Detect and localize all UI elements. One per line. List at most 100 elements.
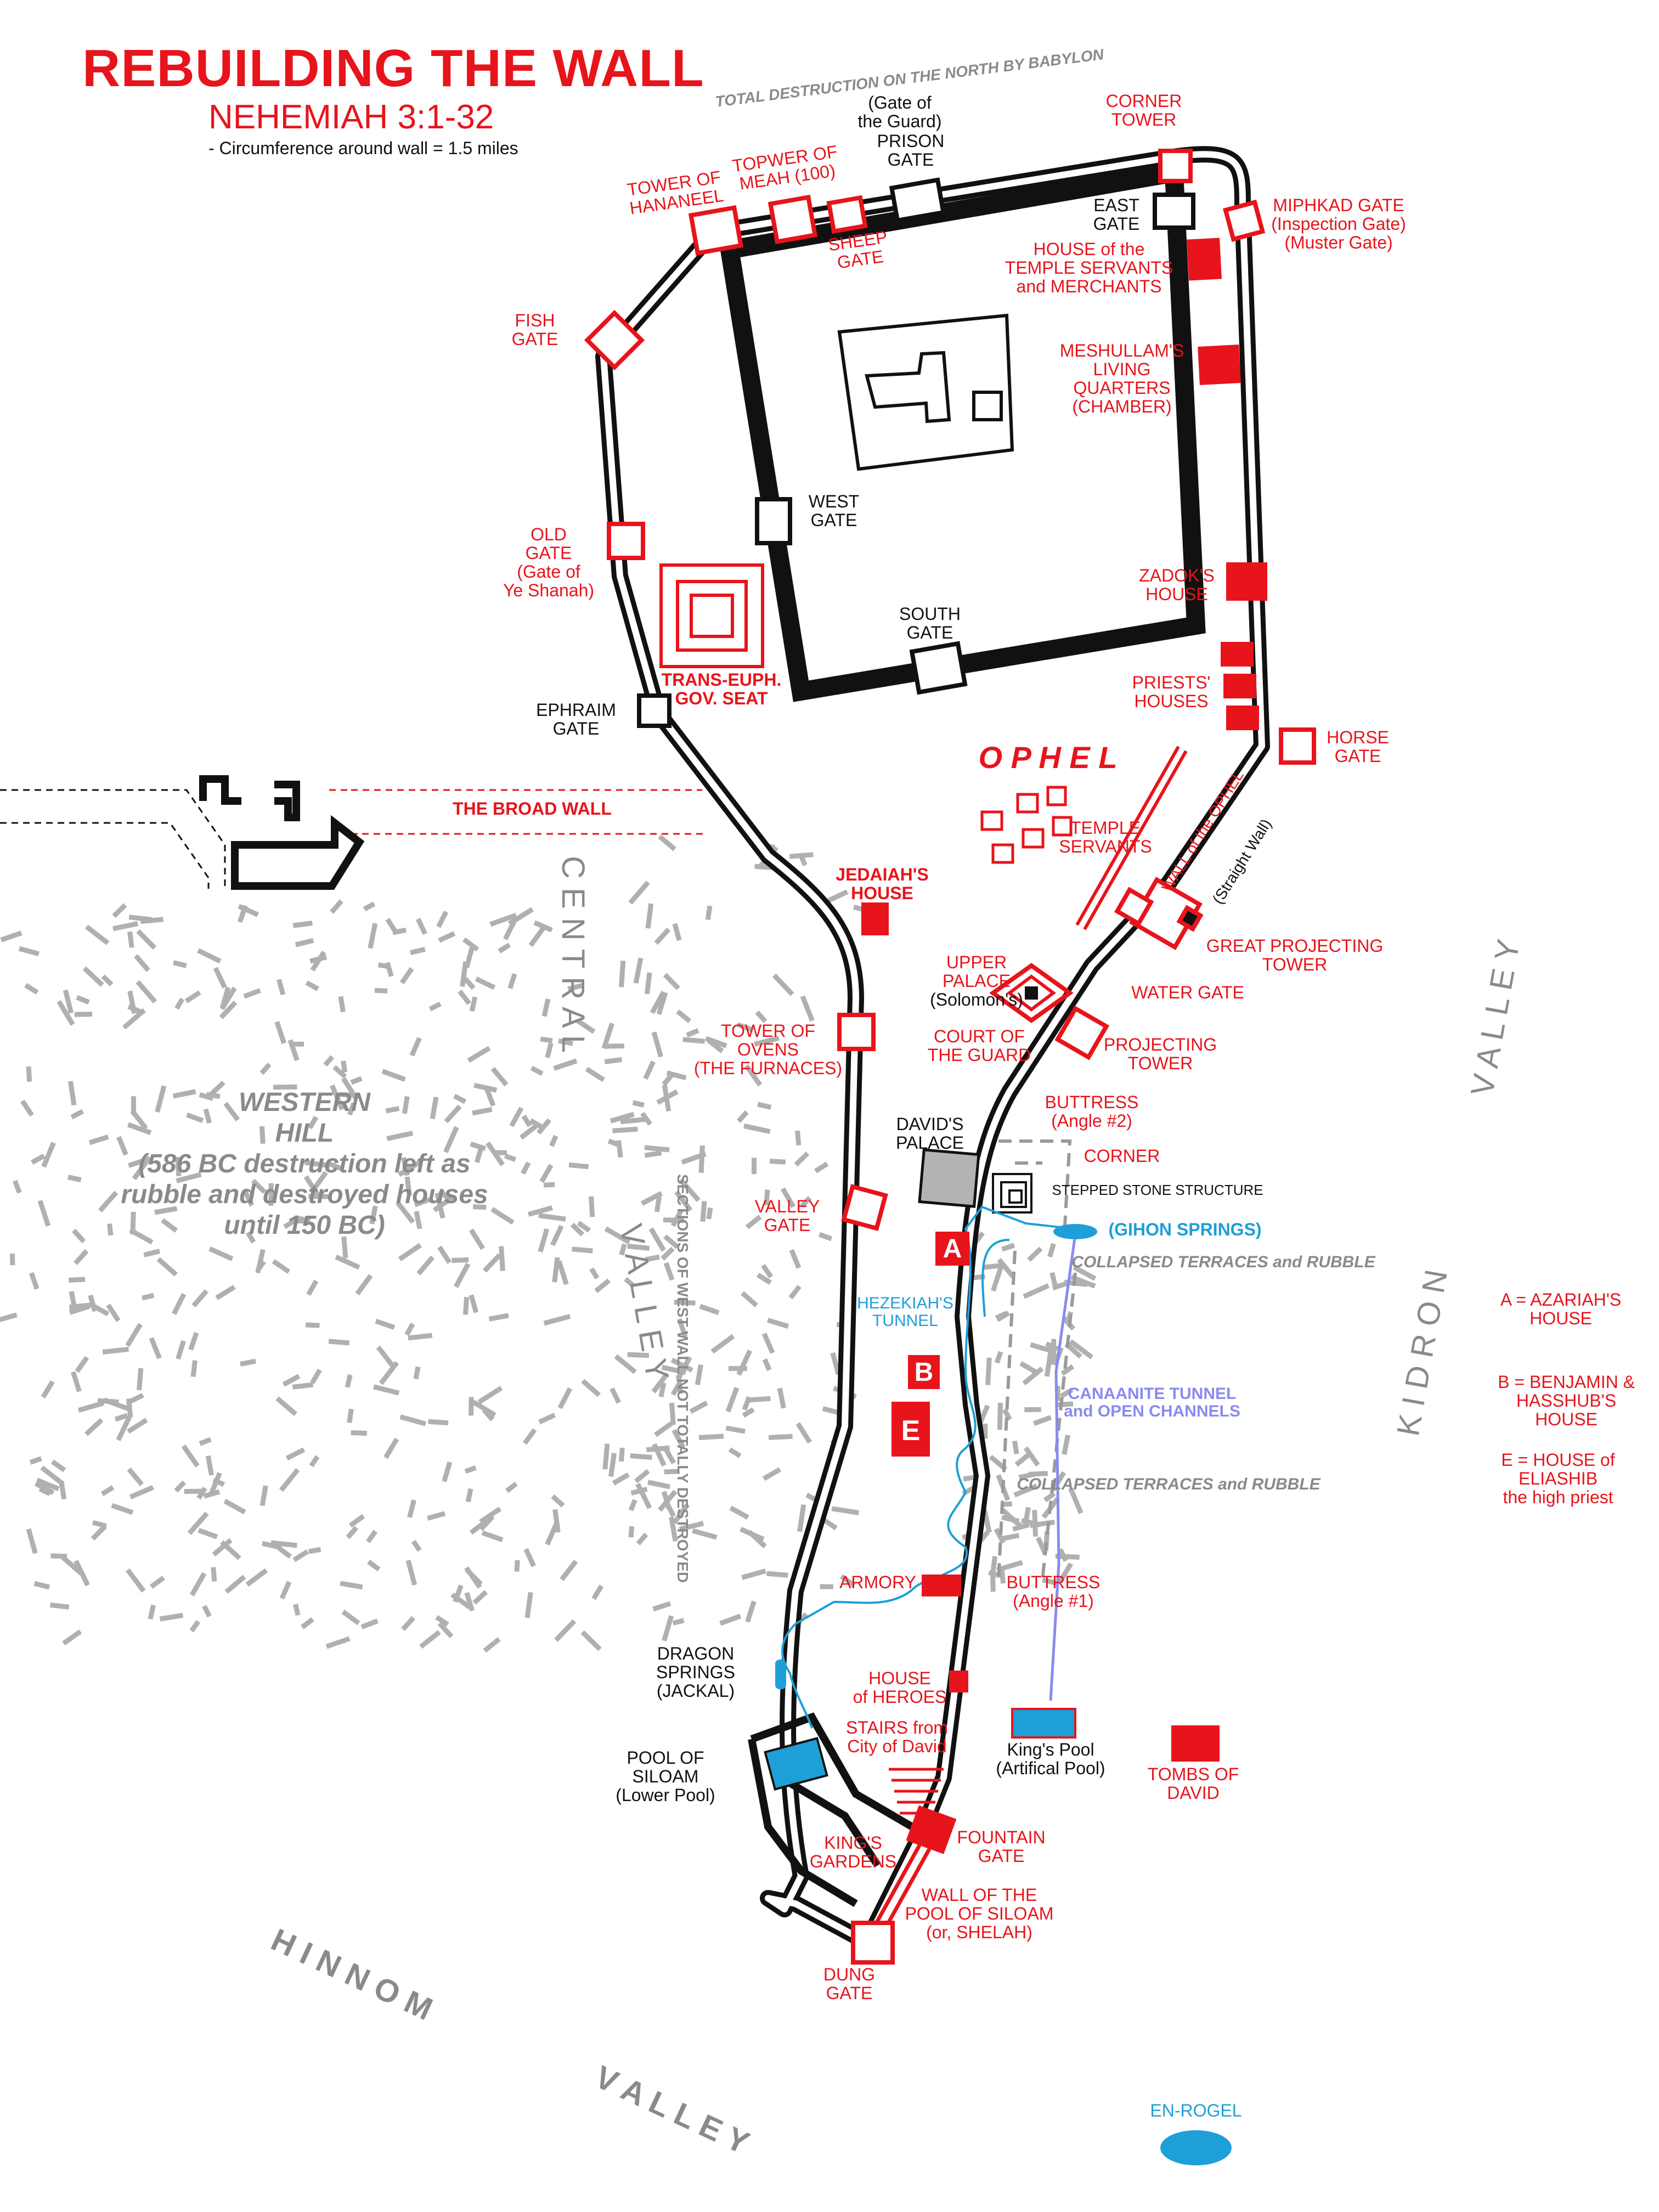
- rubble-dash: [1069, 1339, 1094, 1359]
- rubble-dash: [652, 1443, 667, 1467]
- rubble-dash: [72, 1228, 86, 1244]
- rubble-dash: [67, 1081, 77, 1106]
- rubble-dash: [129, 1393, 144, 1404]
- rubble-dash: [465, 1568, 483, 1586]
- rubble-dash: [1029, 1519, 1055, 1528]
- rubble-dash: [677, 1318, 688, 1338]
- rubble-dash: [994, 1351, 1003, 1364]
- gihon-spring: [1053, 1224, 1097, 1239]
- rubble-dash: [363, 901, 376, 912]
- rubble-dash: [351, 1430, 367, 1436]
- rubble-dash: [374, 988, 388, 994]
- rubble-dash: [453, 1093, 467, 1104]
- rubble-dash: [223, 1499, 246, 1515]
- rubble-dash: [742, 1407, 755, 1418]
- rubble-dash: [196, 1486, 207, 1500]
- rubble-dash: [310, 950, 326, 972]
- rubble-dash: [630, 1453, 652, 1460]
- rubble-dash: [472, 1400, 496, 1418]
- rubble-dash: [465, 1488, 473, 1503]
- rubble-dash: [368, 923, 378, 949]
- rubble-dash: [402, 1096, 410, 1114]
- prison-gate-marker: [889, 177, 946, 223]
- rubble-dash: [768, 1434, 793, 1440]
- rubble-dash: [84, 1418, 104, 1436]
- rubble-dash: [499, 1246, 505, 1271]
- rubble-dash: [143, 1249, 161, 1257]
- priests-marker-2: [1223, 674, 1256, 698]
- rubble-dash: [435, 1615, 449, 1627]
- rubble-dash: [488, 1313, 509, 1322]
- rubble-dash: [1018, 1471, 1035, 1480]
- heroes-marker: [949, 1671, 968, 1692]
- rubble-dash: [830, 1352, 841, 1375]
- rubble-dash: [150, 1576, 165, 1589]
- rubble-dash: [539, 1164, 554, 1183]
- rubble-dash: [404, 1176, 412, 1197]
- rubble-dash: [416, 1255, 435, 1276]
- rubble-dash: [251, 1178, 267, 1194]
- rubble-dash: [62, 1629, 82, 1646]
- trans-euph-label: TRANS-EUPH.GOV. SEAT: [662, 670, 782, 708]
- rubble-dash: [355, 1274, 373, 1296]
- rubble-dash: [698, 1434, 724, 1440]
- rubble-dash: [1014, 1453, 1030, 1467]
- circumference-note: - Circumference around wall = 1.5 miles: [208, 138, 518, 158]
- rubble-dash: [640, 1191, 663, 1206]
- rubble-dash: [762, 1467, 782, 1481]
- rubble-dash: [736, 1349, 753, 1376]
- rubble-dash: [414, 1211, 422, 1229]
- rubble-dash: [328, 1339, 350, 1346]
- rubble-dash: [149, 1337, 162, 1359]
- rubble-dash: [576, 1018, 596, 1034]
- houses: [861, 238, 1267, 1762]
- rubble-dash: [644, 1145, 670, 1153]
- priests-label: PRIESTS'HOUSES: [1132, 673, 1210, 711]
- old-gate-marker: [607, 522, 645, 560]
- rubble-dash: [414, 1197, 430, 1207]
- rubble-dash: [243, 988, 261, 999]
- rubble-dash: [69, 1277, 86, 1283]
- rubble-dash: [199, 1092, 214, 1101]
- rubble-dash: [645, 903, 654, 929]
- rubble-dash: [656, 991, 668, 1015]
- rubble-dash: [725, 1425, 746, 1434]
- rubble-dash: [990, 1574, 996, 1592]
- gates: [584, 149, 1316, 1965]
- rubble-dash: [728, 1447, 742, 1458]
- rubble-dash: [581, 1379, 601, 1397]
- rubble-dash: [736, 1022, 754, 1032]
- rubble-dash: [504, 1153, 516, 1162]
- rubble-dash: [444, 1104, 462, 1124]
- rubble-dash: [203, 1108, 212, 1124]
- rubble-dash: [148, 1604, 156, 1620]
- rubble-dash: [31, 1153, 46, 1165]
- rubble-dash: [614, 1354, 637, 1374]
- rubble-dash: [407, 1499, 416, 1519]
- rubble-dash: [29, 1272, 40, 1290]
- rubble-dash: [469, 1228, 486, 1250]
- rubble-dash: [57, 1000, 75, 1026]
- rubble-dash: [1044, 1350, 1053, 1377]
- fish-gate-marker: [584, 309, 645, 371]
- gov-seat-icon: [659, 563, 764, 668]
- rubble-dash: [132, 1155, 152, 1181]
- rubble-dash: [255, 1260, 266, 1272]
- rubble-dash: [985, 1357, 992, 1385]
- hinnom-label: H I N N O M: [266, 1922, 438, 2027]
- rubble-dash: [482, 1253, 501, 1273]
- jedaiah-marker: [861, 902, 889, 935]
- rubble-dash: [1062, 1435, 1070, 1455]
- rubble-dash: [41, 1142, 56, 1168]
- rubble-dash: [670, 1357, 693, 1373]
- rubble-dash: [340, 1581, 363, 1590]
- rubble-dash: [172, 1089, 196, 1099]
- rubble-dash: [128, 1158, 145, 1168]
- ophel-tower-inner: [1176, 905, 1204, 932]
